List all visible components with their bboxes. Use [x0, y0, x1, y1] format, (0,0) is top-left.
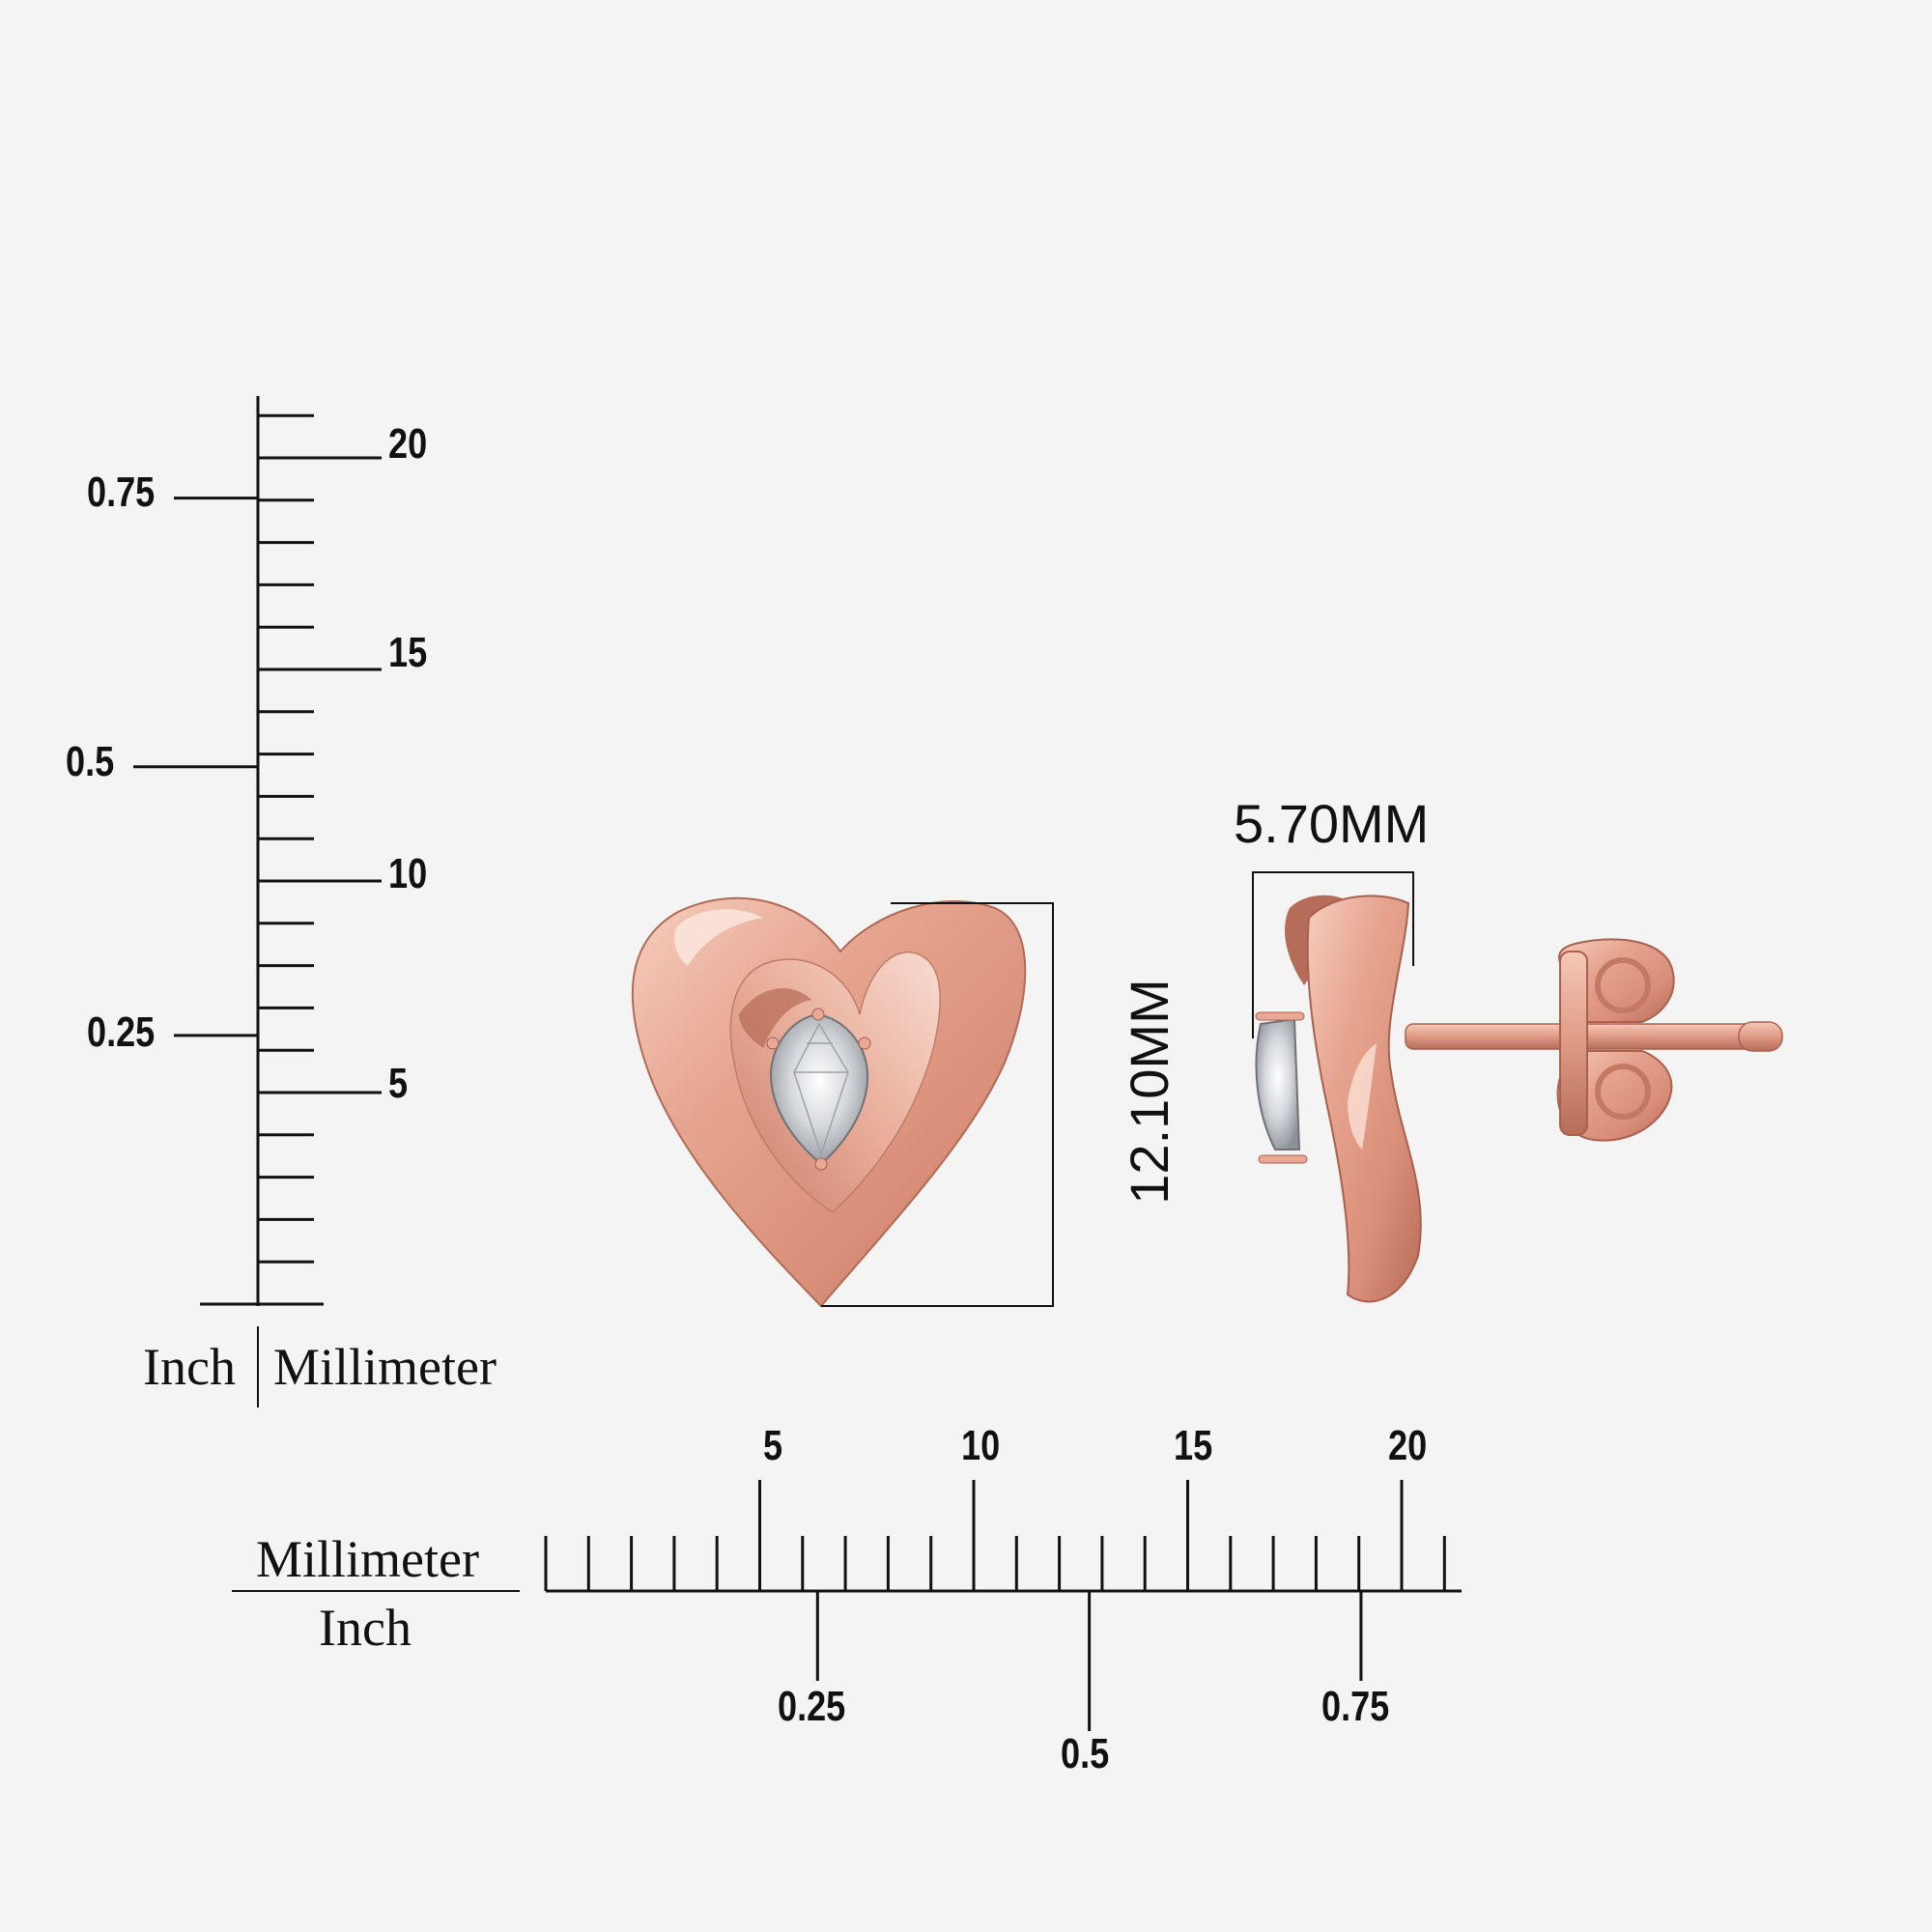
h-inch-caption: Inch: [319, 1599, 412, 1657]
prong-left: [766, 1037, 780, 1050]
vertical-ruler: [133, 396, 382, 1306]
h-inch-label-0-25: 0.25: [778, 1683, 846, 1730]
depth-dimension-bracket: [1252, 871, 1414, 1038]
h-inch-label-0-75: 0.75: [1321, 1683, 1390, 1730]
v-inch-label-0-75: 0.75: [87, 469, 156, 516]
h-mm-label-5: 5: [763, 1422, 783, 1469]
v-mm-label-10: 10: [388, 850, 428, 897]
diamond-facets: [793, 1022, 849, 1157]
heart-highlight: [674, 909, 763, 966]
heart-shadow-curl: [739, 988, 811, 1048]
v-inch-caption: Inch: [143, 1338, 236, 1396]
h-inch-label-0-5: 0.5: [1061, 1730, 1110, 1777]
h-mm-label-20: 20: [1388, 1422, 1428, 1469]
h-mm-label-10: 10: [961, 1422, 1001, 1469]
v-mm-label-5: 5: [388, 1060, 409, 1107]
v-inch-label-0-25: 0.25: [87, 1009, 156, 1056]
side-body-highlight: [1348, 1043, 1377, 1150]
v-mm-caption: Millimeter: [273, 1338, 497, 1396]
depth-dimension-label: 5.70MM: [1234, 793, 1430, 854]
v-inch-label-0-5: 0.5: [66, 738, 115, 785]
prong-right: [858, 1037, 871, 1050]
v-mm-label-20: 20: [388, 420, 428, 468]
earring-front-view: [631, 896, 1054, 1308]
h-mm-label-15: 15: [1174, 1422, 1213, 1469]
side-prong-bottom: [1258, 1154, 1308, 1164]
side-prong-top: [1255, 1011, 1305, 1021]
horizontal-ruler: [544, 1480, 1462, 1731]
prong-bottom: [814, 1157, 828, 1171]
prong-top: [811, 1008, 825, 1021]
earring-side-view: [1252, 871, 1783, 1303]
height-dimension-label: 12.10MM: [1119, 979, 1179, 1205]
v-mm-label-15: 15: [388, 629, 428, 676]
h-mm-caption: Millimeter: [256, 1530, 479, 1588]
height-dimension-bracket: [821, 902, 1054, 1307]
post-tip: [1738, 1021, 1783, 1052]
side-diamond: [1255, 1017, 1301, 1151]
earring-back-butterfly: [1556, 938, 1675, 1142]
